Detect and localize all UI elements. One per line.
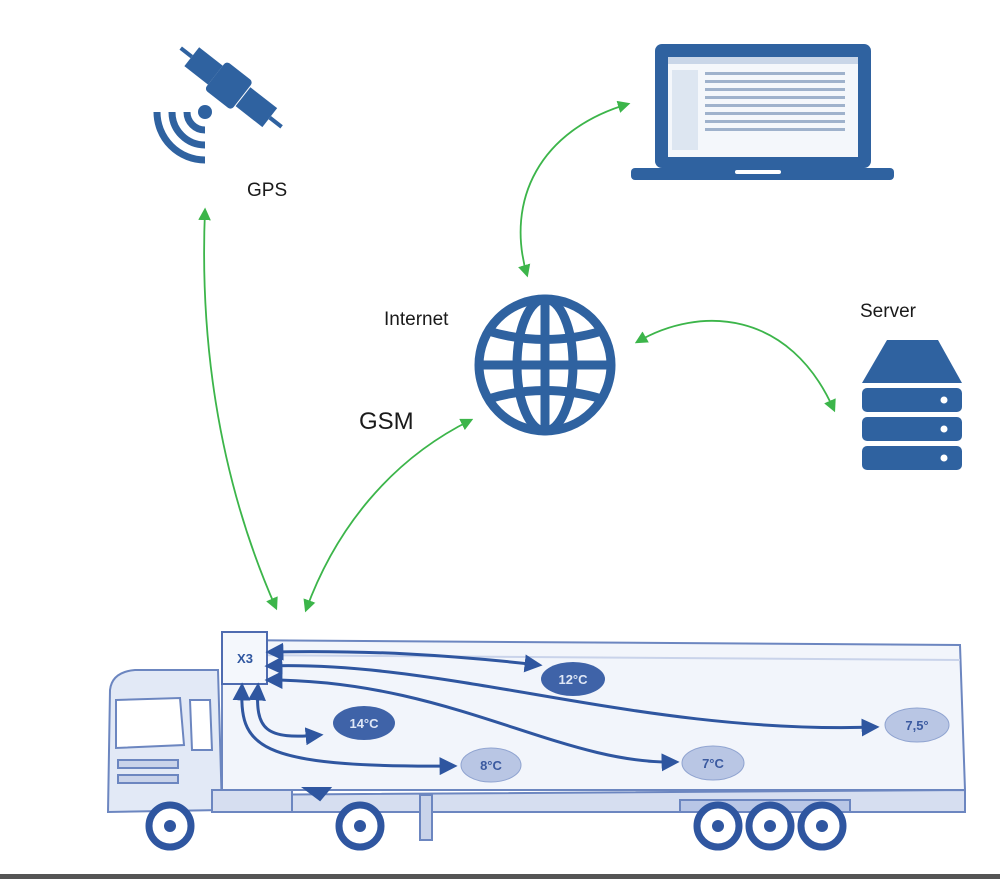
sensor-8c: 8°C bbox=[460, 747, 522, 783]
server-label: Server bbox=[860, 301, 916, 322]
x3-device-label: X3 bbox=[237, 651, 253, 666]
sensor-7c: 7°C bbox=[681, 745, 745, 781]
sensor-12c: 12°C bbox=[541, 662, 605, 696]
laptop-link bbox=[518, 100, 631, 278]
server-icon bbox=[862, 340, 962, 470]
sensor-7-5: 7,5° bbox=[884, 707, 950, 743]
gsm-link bbox=[303, 418, 474, 613]
x3-device: X3 bbox=[221, 631, 268, 685]
globe-icon bbox=[474, 294, 616, 436]
sensor-label: 7°C bbox=[702, 756, 724, 771]
communication-links bbox=[198, 100, 836, 613]
server-link bbox=[634, 319, 836, 413]
sensor-label: 12°C bbox=[558, 672, 588, 687]
sensor-label: 7,5° bbox=[905, 718, 928, 733]
bottom-divider bbox=[0, 874, 1000, 879]
internet-label: Internet bbox=[384, 309, 449, 330]
gps-label: GPS bbox=[247, 180, 288, 201]
gsm-label: GSM bbox=[359, 408, 414, 435]
sensor-14c: 14°C bbox=[333, 706, 395, 740]
sensor-label: 8°C bbox=[480, 758, 502, 773]
satellite-icon bbox=[153, 46, 283, 164]
gps-link bbox=[198, 207, 278, 611]
sensor-wiring bbox=[232, 642, 880, 776]
sensor-label: 14°C bbox=[349, 716, 379, 731]
laptop-icon bbox=[631, 44, 894, 180]
